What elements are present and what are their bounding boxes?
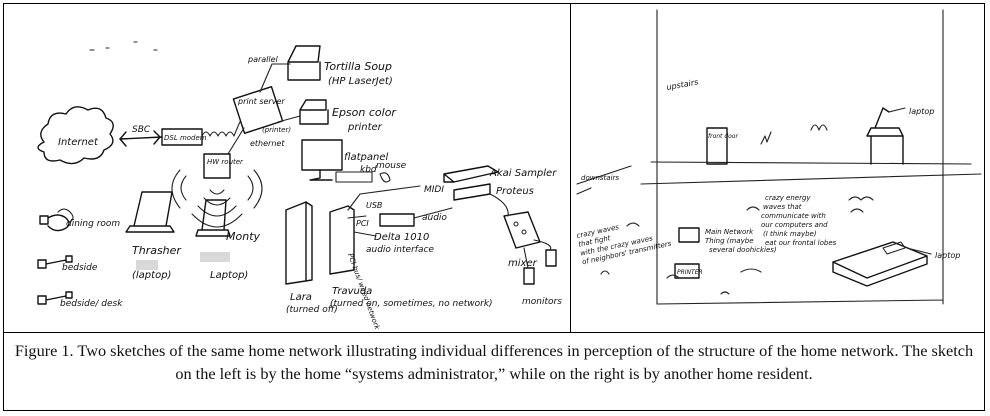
- printer-label: PRINTER: [677, 269, 703, 276]
- upstairs-laptop-label: laptop: [909, 107, 934, 116]
- laptop-thrasher-sub: (laptop): [132, 270, 171, 281]
- bed-laptop-label: laptop: [935, 251, 960, 260]
- upstairs-laptop-table: [866, 107, 904, 165]
- dsl-modem-box: [161, 128, 203, 146]
- monitors-label: monitors: [522, 297, 562, 307]
- main-network-box: [678, 227, 700, 243]
- crazy-energy-label: crazy energy waves that communicate with…: [761, 194, 837, 247]
- internet-cloud: [37, 106, 114, 165]
- parallel-cable: [259, 63, 291, 93]
- flatpanel-monitor: [301, 139, 343, 171]
- printer-2-icon: [299, 99, 329, 125]
- svg-text:bedside/ desk: bedside/ desk: [60, 299, 123, 309]
- midi-label: MIDI: [424, 185, 444, 195]
- laptop-thrasher-label: Thrasher: [132, 244, 182, 257]
- printer-2-label: Epson color: [332, 106, 397, 119]
- printer-1-label: Tortilla Soup: [324, 60, 392, 73]
- right-sketch-panel: upstairs downstairs front door laptop cr…: [571, 4, 984, 332]
- bed-icon: [832, 241, 928, 287]
- tower-travuda-icon: [329, 205, 355, 275]
- printer-link-label: (printer): [262, 126, 291, 134]
- sbc-label: SBC: [132, 125, 151, 135]
- proteus-label: Proteus: [496, 186, 534, 197]
- sbc-line: [119, 136, 163, 140]
- crazy-waves-label: crazy waves that fight with the crazy wa…: [576, 213, 673, 266]
- keyboard-icon: [335, 171, 373, 183]
- parallel-label: parallel: [247, 55, 279, 64]
- right-sketch-drawing: upstairs downstairs front door laptop cr…: [576, 9, 982, 305]
- flatpanel-label: flatpanel: [344, 152, 388, 163]
- delta-sub: audio interface: [366, 245, 434, 255]
- delta-label: Delta 1010: [374, 232, 429, 243]
- akai-label: Akai Sampler: [489, 168, 557, 179]
- figure-frame: Internet SBC DSL modem print server para…: [3, 3, 985, 411]
- print-server-box: [232, 86, 284, 134]
- tower-travuda-label: Travuda: [332, 286, 372, 297]
- upstairs-label: upstairs: [666, 78, 699, 92]
- bed-laptop-icon: [882, 241, 906, 255]
- legend-dining-room: dining room: [39, 208, 120, 232]
- mouse-icon: [379, 172, 391, 183]
- left-sketch-panel: Internet SBC DSL modem print server para…: [4, 4, 571, 332]
- house-walls: [640, 9, 982, 305]
- legend-bedside: bedside: [37, 255, 98, 273]
- tower-travuda-sub: (turned on, sometimes, no network): [330, 299, 493, 309]
- ethernet-cable: [227, 127, 245, 155]
- mixer-label: mixer: [508, 258, 538, 269]
- coiled-cable: [201, 121, 241, 137]
- mouse-label: mouse: [376, 161, 407, 171]
- tower-lara-icon: [285, 201, 313, 285]
- laptop-thrasher-icon: [125, 191, 175, 233]
- front-door-icon: [706, 127, 728, 165]
- usb-label: USB: [366, 201, 382, 210]
- figure-caption: Figure 1. Two sketches of the same home …: [4, 332, 984, 410]
- delta-box: [379, 213, 415, 227]
- printer-1-icon: [287, 45, 321, 81]
- dsl-modem-label: DSL modem: [164, 134, 207, 142]
- router-label: HW router: [207, 158, 244, 166]
- tower-lara-label: Lara: [290, 292, 312, 303]
- audio-label: audio: [422, 213, 447, 223]
- speaker-left: [523, 267, 535, 285]
- left-sketch-drawing: Internet SBC DSL modem print server para…: [37, 41, 562, 332]
- pci-label: PCI: [356, 219, 369, 228]
- internet-label: Internet: [58, 137, 99, 148]
- redacted-name-2: [200, 252, 230, 262]
- redacted-name-1: [136, 260, 158, 270]
- print-server-label: print server: [237, 97, 285, 106]
- svg-text:dining room: dining room: [66, 219, 120, 229]
- laptop-monty-sub: Laptop): [210, 270, 248, 281]
- main-network-label: Main Network Thing (maybe several doohic…: [705, 228, 777, 254]
- legend-bedside-desk: bedside/ desk: [37, 291, 123, 309]
- laptop-monty-label: Monty: [226, 230, 261, 243]
- tower-lara-sub: (turned off): [286, 305, 338, 315]
- speaker-right: [545, 249, 557, 267]
- printer-1-sub: (HP LaserJet): [328, 76, 393, 87]
- proteus-icon: [453, 183, 491, 201]
- printer-2-sub: printer: [347, 122, 383, 133]
- downstairs-label: downstairs: [581, 174, 619, 182]
- laptop-monty-icon: [195, 199, 231, 237]
- kbd-label: kbd: [360, 165, 377, 175]
- svg-text:bedside: bedside: [62, 263, 98, 273]
- squiggle-upstairs: [760, 124, 828, 145]
- mixer-icon: [503, 211, 541, 249]
- printer-box: [674, 263, 700, 279]
- ethernet-label: ethernet: [250, 139, 285, 148]
- router-box: [203, 153, 231, 179]
- front-door-label: front door: [708, 133, 738, 140]
- wireless-waves: [171, 169, 263, 228]
- akai-sampler-icon: [443, 165, 499, 183]
